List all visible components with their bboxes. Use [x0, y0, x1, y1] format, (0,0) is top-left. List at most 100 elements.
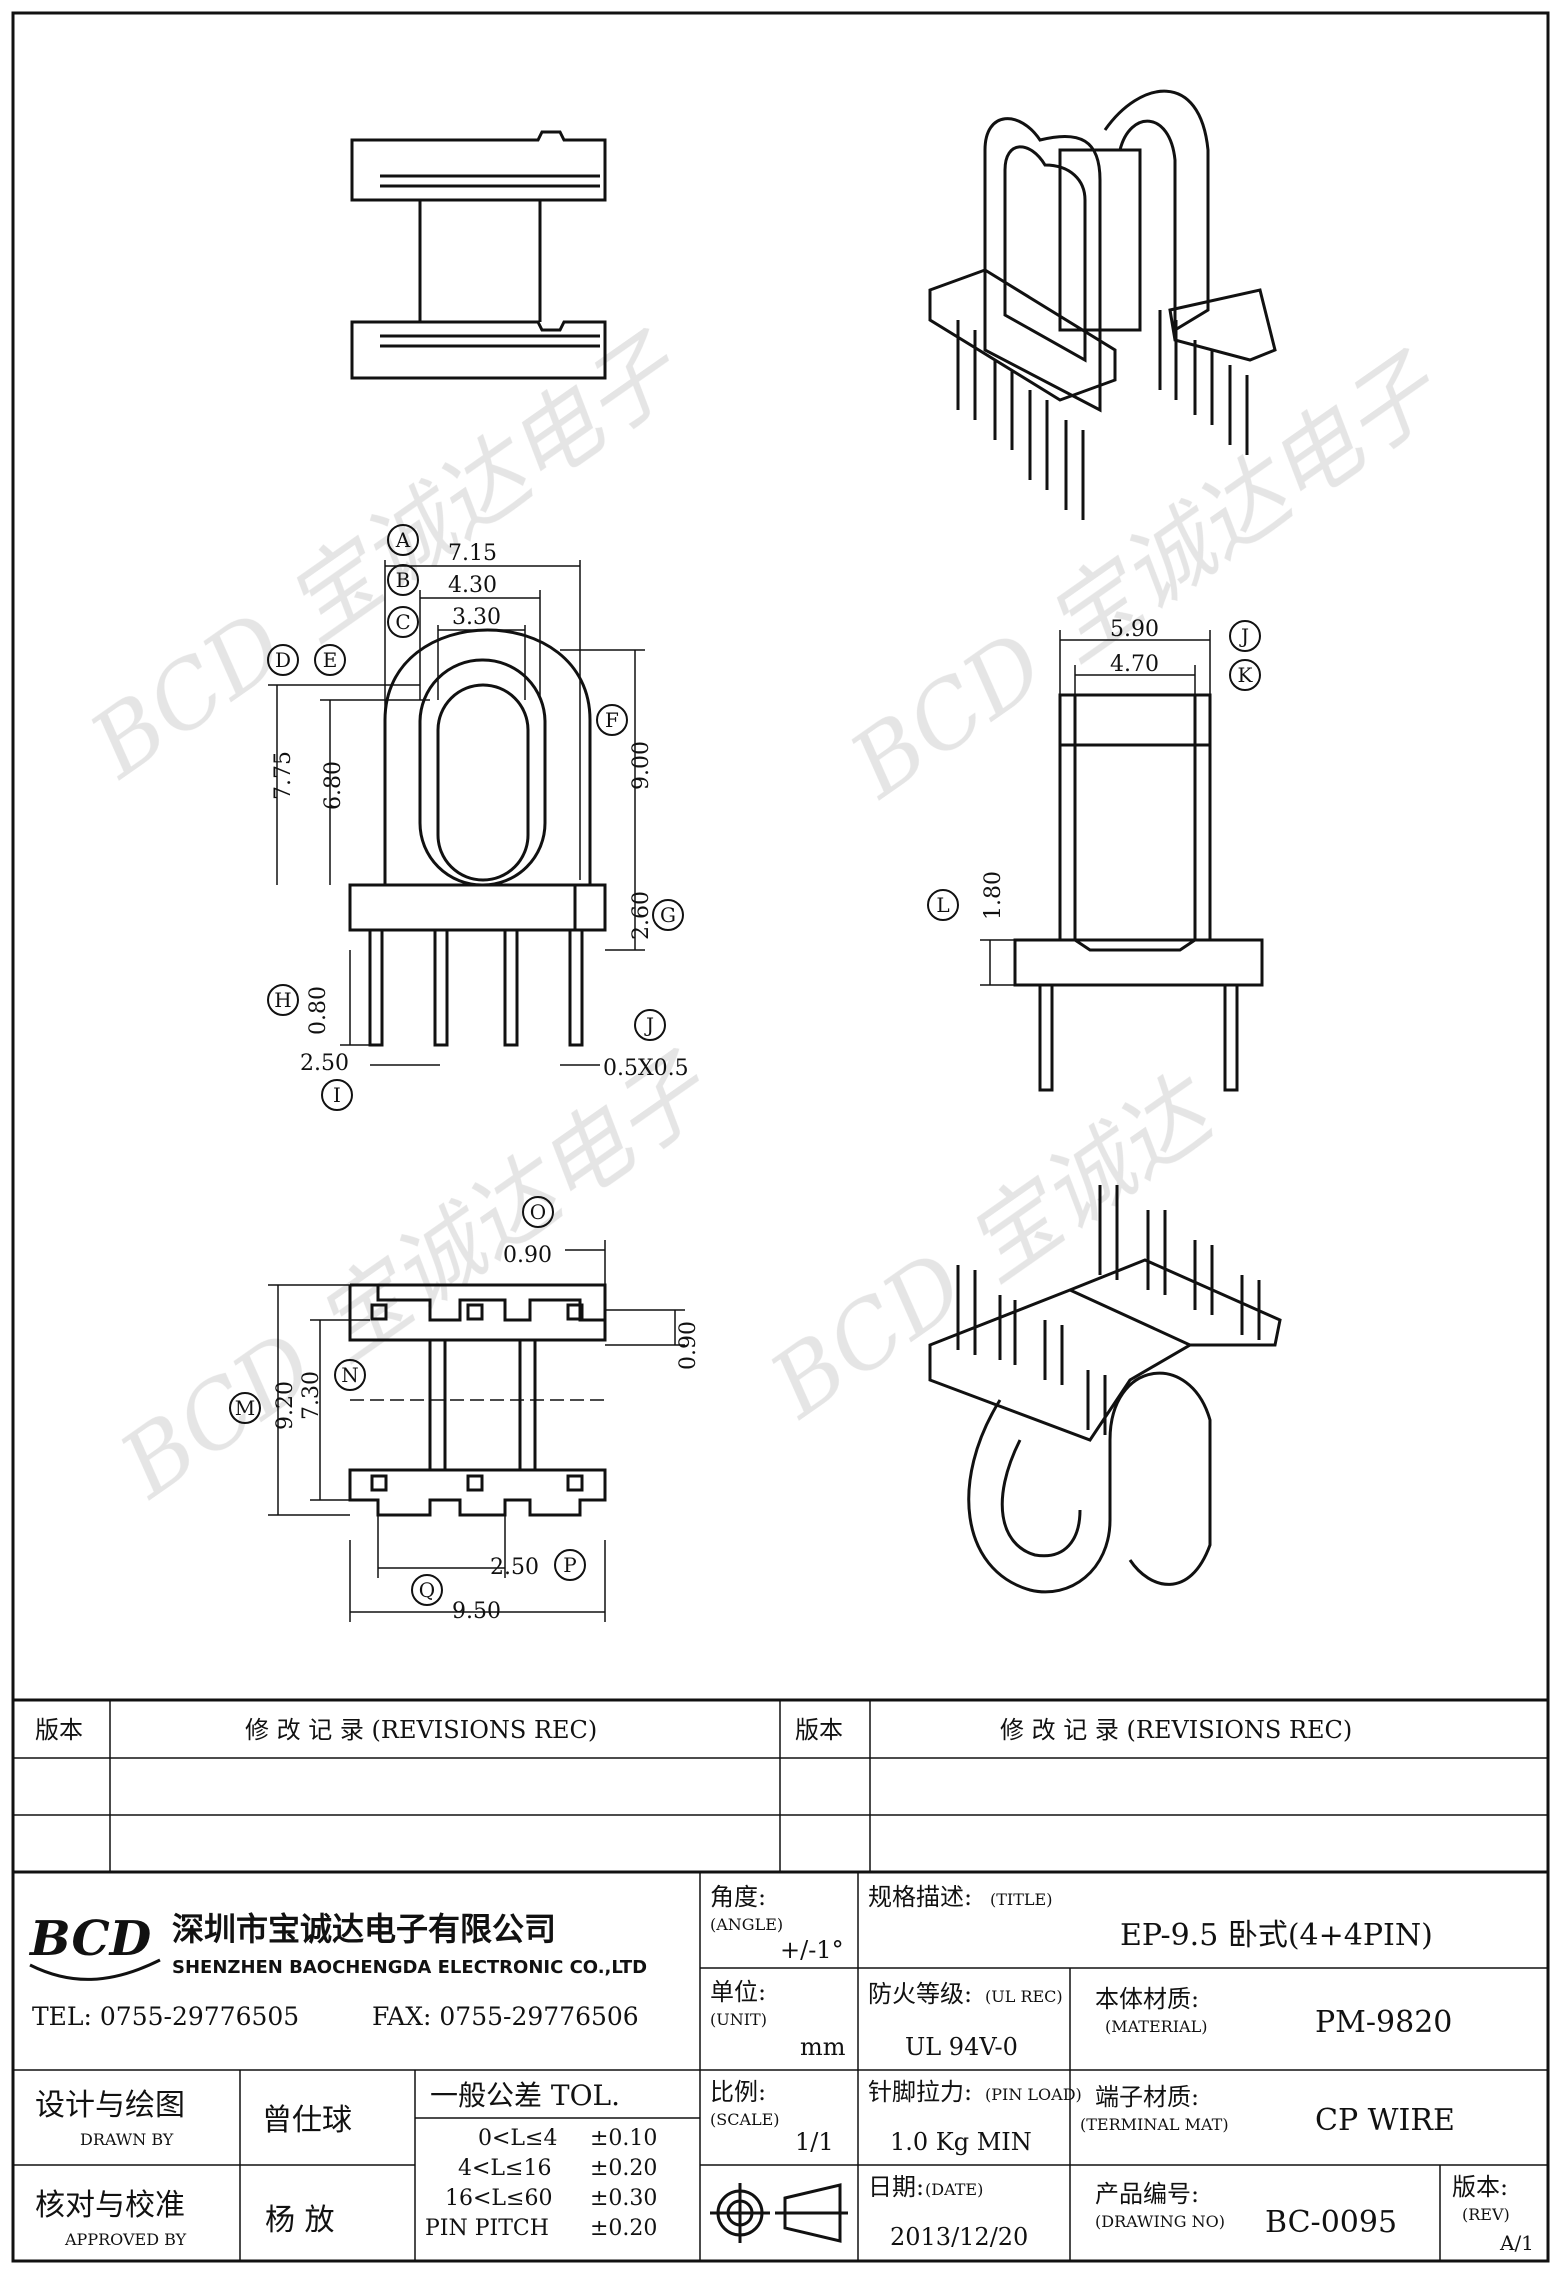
tol-range-4: PIN PITCH: [425, 2216, 549, 2241]
unit-value: mm: [800, 2033, 846, 2061]
dim-h: 0.80: [306, 986, 331, 1035]
date-value: 2013/12/20: [890, 2223, 1028, 2251]
ul-label: 防火等级:: [868, 1980, 972, 2008]
title-value: EP-9.5 卧式(4+4PIN): [1120, 1918, 1433, 1953]
watermark: BCD 宝诚达电子 BCD 宝诚达电子 BCD 宝诚达电子 BCD 宝诚达: [71, 314, 1461, 1519]
dim-o-side: 0.90: [676, 1321, 701, 1370]
dim-c: 3.30: [452, 605, 501, 630]
view-isometric-top: [928, 89, 1277, 520]
dim-m: 9.20: [273, 1381, 298, 1430]
marker-l: L: [936, 893, 949, 917]
material-value: PM-9820: [1315, 2005, 1452, 2040]
dim-g: 2.60: [629, 891, 654, 940]
terminal-en: (TERMINAL MAT): [1080, 2115, 1229, 2134]
title-label: 规格描述:: [868, 1883, 972, 1911]
scale-en: (SCALE): [710, 2110, 780, 2129]
rev-col-label-right: 版本: [795, 1716, 843, 1744]
marker-k: K: [1238, 663, 1254, 687]
approved-label: 核对与校准: [35, 2188, 185, 2223]
marker-m: M: [235, 1396, 255, 1420]
drawingno-label: 产品编号:: [1095, 2180, 1199, 2208]
tol-label: 一般公差 TOL.: [430, 2079, 620, 2112]
dim-p: 2.50: [490, 1555, 539, 1580]
rev-en: (REV): [1462, 2205, 1510, 2224]
marker-e: E: [323, 648, 338, 672]
marker-c: C: [395, 610, 410, 634]
tol-value-4: ±0.20: [590, 2216, 657, 2241]
marker-p: P: [563, 1553, 576, 1577]
drawingno-value: BC-0095: [1265, 2205, 1397, 2240]
angle-en: (ANGLE): [710, 1915, 783, 1934]
revisions-table: [11, 1698, 1550, 1874]
dim-i-side: 2.50: [300, 1051, 349, 1076]
marker-g: G: [660, 903, 676, 927]
terminal-label: 端子材质:: [1095, 2083, 1199, 2111]
dim-e: 6.80: [321, 761, 346, 810]
dim-a: 7.15: [448, 541, 497, 566]
projection-symbol-icon: [710, 2183, 848, 2243]
marker-i: I: [333, 1083, 341, 1107]
drawn-value: 曾仕球: [262, 2103, 352, 2138]
dim-k: 4.70: [1110, 652, 1159, 677]
marker-q: Q: [419, 1578, 435, 1602]
dim-q: 9.50: [452, 1599, 501, 1624]
company-name-cn: 深圳市宝诚达电子有限公司: [172, 1910, 556, 1948]
date-label: 日期:: [868, 2173, 924, 2201]
terminal-value: CP WIRE: [1315, 2103, 1455, 2138]
drawn-label: 设计与绘图: [35, 2088, 185, 2123]
tol-value-3: ±0.30: [590, 2186, 657, 2211]
view-isometric-bottom: [928, 1185, 1282, 1594]
dim-f: 9.00: [629, 741, 654, 790]
material-en: (MATERIAL): [1105, 2017, 1207, 2036]
material-label: 本体材质:: [1095, 1985, 1199, 2013]
approved-value: 杨 放: [265, 2203, 335, 2238]
marker-j-front: J: [644, 1013, 654, 1037]
tol-value-1: ±0.10: [590, 2126, 657, 2151]
revisions-table-headers: 版本 修 改 记 录 (REVISIONS REC) 版本 修 改 记 录 (R…: [35, 1716, 1352, 1744]
pinload-label: 针脚拉力:: [868, 2078, 972, 2106]
pinload-value: 1.0 Kg MIN: [890, 2128, 1032, 2156]
view-side-top: [350, 130, 607, 380]
ul-en: (UL REC): [985, 1987, 1063, 2006]
tol-range-1: 0<L≤4: [478, 2126, 557, 2151]
marker-f: F: [605, 708, 619, 732]
scale-value: 1/1: [795, 2128, 834, 2156]
svg-text:BCD 宝诚达电子: BCD 宝诚达电子: [101, 1034, 731, 1519]
reference-markers: [229, 524, 1261, 1606]
company-fax: FAX: 0755-29776506: [372, 2002, 639, 2031]
drawn-en: DRAWN BY: [80, 2130, 174, 2149]
dim-n: 7.30: [299, 1371, 324, 1420]
reference-marker-letters: A B C D E F G H I J J K L M N O P Q: [235, 528, 1254, 1602]
view-right: [1013, 693, 1264, 1092]
dim-l: 1.80: [981, 871, 1006, 920]
angle-label: 角度:: [710, 1883, 766, 1911]
view-right-dim-text: 5.90 4.70 1.80: [981, 617, 1159, 920]
marker-o: O: [530, 1200, 546, 1224]
dim-b: 4.30: [448, 573, 497, 598]
unit-en: (UNIT): [710, 2010, 767, 2029]
title-en: (TITLE): [990, 1890, 1052, 1909]
company-logo-swoosh: [29, 1958, 161, 1981]
scale-label: 比例:: [710, 2078, 766, 2106]
dim-j-pin: 0.5X0.5: [603, 1056, 689, 1081]
dim-j-width: 5.90: [1110, 617, 1159, 642]
marker-j-right: J: [1239, 624, 1249, 648]
company-name-en: SHENZHEN BAOCHENGDA ELECTRONIC CO.,LTD: [172, 1957, 647, 1978]
ul-value: UL 94V-0: [905, 2033, 1018, 2061]
view-bottom-dims: [268, 1240, 685, 1622]
approved-en: APPROVED BY: [64, 2230, 187, 2249]
marker-n: N: [341, 1363, 359, 1387]
title-block-fields: 角度: (ANGLE) +/-1° 规格描述: (TITLE) EP-9.5 卧…: [35, 1883, 1534, 2255]
unit-label: 单位:: [710, 1978, 766, 2006]
title-block-grid: [11, 1870, 1550, 2263]
view-front: [348, 628, 607, 1047]
marker-a: A: [395, 528, 411, 552]
pinload-en: (PIN LOAD): [985, 2085, 1082, 2104]
dim-d: 7.75: [271, 751, 296, 800]
tol-range-2: 4<L≤16: [458, 2156, 551, 2181]
tol-value-2: ±0.20: [590, 2156, 657, 2181]
rev-value: A/1: [1499, 2231, 1534, 2255]
marker-d: D: [275, 648, 291, 672]
rev-label: 版本:: [1452, 2173, 1508, 2201]
